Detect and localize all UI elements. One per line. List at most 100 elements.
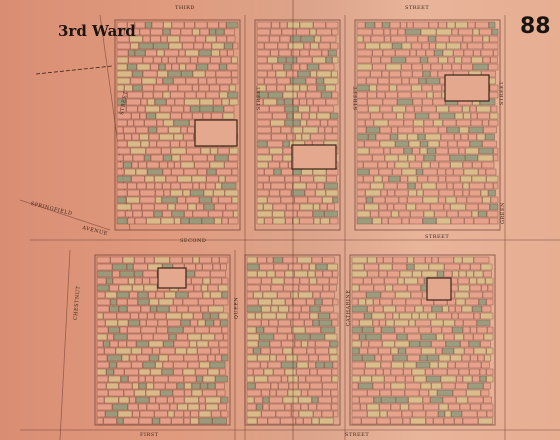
lot	[331, 368, 339, 376]
lot	[419, 340, 432, 348]
lot	[192, 154, 208, 162]
lot	[351, 396, 360, 404]
lot	[322, 270, 333, 278]
lot	[407, 196, 423, 204]
lot	[414, 305, 424, 313]
lot	[135, 396, 150, 404]
lot	[144, 154, 151, 162]
lot	[260, 347, 271, 355]
lot	[259, 263, 274, 271]
lot	[209, 361, 226, 369]
lot	[96, 347, 105, 355]
lot	[191, 389, 203, 397]
lot	[256, 119, 271, 127]
lot	[192, 112, 203, 120]
lot	[356, 70, 371, 78]
lot	[205, 319, 214, 327]
lot	[416, 168, 423, 176]
lot	[307, 389, 323, 397]
lot	[331, 375, 339, 383]
lot	[170, 147, 187, 155]
lot	[406, 35, 418, 43]
lot	[205, 182, 216, 190]
lot	[301, 133, 311, 141]
lot	[318, 354, 330, 362]
lot	[384, 35, 391, 43]
lot	[372, 154, 385, 162]
lot	[310, 42, 319, 50]
lot	[383, 182, 398, 190]
lot	[438, 256, 454, 264]
lot	[459, 263, 471, 271]
lot	[462, 375, 473, 383]
lot	[472, 35, 483, 43]
lot	[213, 105, 224, 113]
lot	[399, 312, 412, 320]
lot	[127, 305, 141, 313]
lot	[199, 182, 206, 190]
lot	[196, 203, 204, 211]
lot	[207, 382, 216, 390]
lot	[384, 154, 399, 162]
lot	[127, 140, 141, 148]
lot	[220, 410, 229, 418]
lot	[376, 91, 386, 99]
lot	[324, 182, 338, 190]
lot	[96, 256, 111, 264]
lot	[210, 291, 222, 299]
lot	[370, 35, 385, 43]
lot	[138, 375, 146, 383]
lot	[451, 312, 459, 320]
lot	[324, 133, 339, 141]
lot	[312, 210, 325, 218]
lot	[325, 84, 336, 92]
lot	[309, 382, 323, 390]
lot	[146, 319, 158, 327]
lot	[129, 354, 137, 362]
lot	[329, 217, 339, 225]
lot	[214, 203, 226, 211]
lot	[412, 410, 426, 418]
lot	[270, 119, 285, 127]
lot	[364, 140, 380, 148]
lot	[436, 28, 452, 36]
lot	[135, 126, 149, 134]
lot	[390, 403, 401, 411]
lot	[133, 119, 145, 127]
lot	[378, 263, 393, 271]
lot	[165, 175, 178, 183]
city-block	[244, 254, 341, 426]
lot	[116, 70, 133, 78]
lot	[411, 63, 423, 71]
lot	[127, 119, 134, 127]
lot	[397, 91, 412, 99]
lot	[407, 182, 416, 190]
lot	[264, 217, 273, 225]
lot	[279, 189, 292, 197]
lot	[163, 189, 171, 197]
lot	[221, 291, 229, 299]
lot	[134, 389, 146, 397]
lot	[134, 49, 146, 57]
lot	[112, 277, 129, 285]
lot	[260, 361, 268, 369]
lot	[482, 291, 494, 299]
lot	[443, 417, 455, 425]
lot	[299, 98, 307, 106]
lot	[298, 105, 310, 113]
lot	[392, 284, 408, 292]
lot	[116, 21, 128, 29]
lot	[218, 312, 229, 320]
lot	[448, 105, 463, 113]
lot	[146, 217, 161, 225]
lot	[298, 410, 314, 418]
lot	[390, 147, 404, 155]
lot	[206, 175, 219, 183]
lot	[356, 28, 373, 36]
lot	[224, 161, 238, 169]
lot	[162, 182, 171, 190]
lot	[413, 256, 426, 264]
lot	[392, 105, 406, 113]
lot	[433, 119, 443, 127]
lot	[154, 98, 167, 106]
